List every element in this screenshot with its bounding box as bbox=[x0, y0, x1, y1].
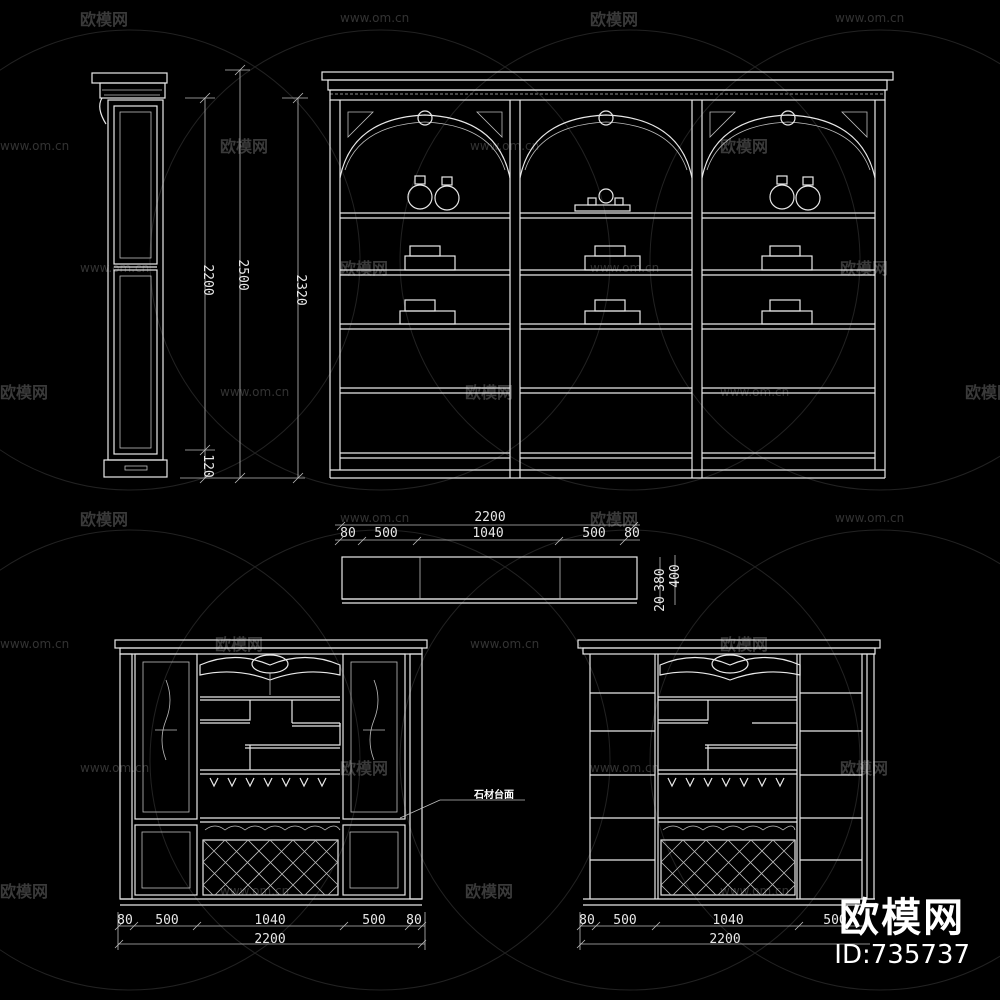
front-view-right: 80 500 1040 500 2200 bbox=[576, 639, 881, 950]
wine-glasses bbox=[667, 777, 785, 788]
fl-seg-dim: 80 bbox=[406, 913, 422, 928]
plan-seg-dim: 500 bbox=[582, 526, 605, 541]
watermark-brand: 欧模网 bbox=[720, 635, 768, 654]
watermark-url: www.om.cn bbox=[220, 385, 289, 399]
watermark-url: www.om.cn bbox=[0, 637, 69, 651]
staggered-shelves bbox=[200, 696, 341, 775]
plan-depth-dim: 380 bbox=[653, 568, 668, 591]
front-view-left: 石材台面 80 500 1040 500 80 2200 bbox=[114, 639, 525, 950]
decor-vases bbox=[407, 175, 821, 211]
watermark-url: www.om.cn bbox=[590, 261, 659, 275]
watermark-brand: 欧模网 bbox=[340, 259, 388, 278]
shelves bbox=[340, 212, 875, 459]
side-dim-2500: 2500 bbox=[235, 259, 250, 290]
watermark-brand: 欧模网 bbox=[590, 10, 638, 29]
plan-seg-dim: 500 bbox=[374, 526, 397, 541]
watermark-brand: 欧模网 bbox=[840, 759, 888, 778]
fr-seg-dim: 80 bbox=[579, 913, 595, 928]
plan-view: 2200 80 500 1040 500 80 380 400 20 bbox=[334, 510, 683, 612]
watermark-brand: 欧模网 bbox=[840, 259, 888, 278]
watermark-url: www.om.cn bbox=[340, 511, 409, 525]
watermark-brand: 欧模网 bbox=[80, 510, 128, 529]
plan-seg-dim: 1040 bbox=[472, 526, 503, 541]
watermark-url: www.om.cn bbox=[590, 761, 659, 775]
watermark-brand: 欧模网 bbox=[465, 882, 513, 901]
plan-seg-dim: 80 bbox=[340, 526, 356, 541]
fl-seg-dim: 80 bbox=[117, 913, 133, 928]
watermark-brand: 欧模网 bbox=[220, 137, 268, 156]
side-dim-120: 120 bbox=[200, 454, 215, 477]
watermark-arcs bbox=[0, 29, 1000, 991]
fr-seg-dim: 1040 bbox=[712, 913, 743, 928]
watermark-brand: 欧模网 bbox=[965, 383, 1000, 402]
watermark-brand: 欧模网 bbox=[0, 882, 48, 901]
fl-overall-dim: 2200 bbox=[254, 932, 285, 947]
plan-edge-dim: 20 bbox=[653, 596, 668, 612]
watermark-url: www.om.cn bbox=[340, 11, 409, 25]
fl-seg-dim: 500 bbox=[362, 913, 385, 928]
decor-books bbox=[399, 245, 813, 325]
main-front-view bbox=[321, 71, 894, 479]
fl-seg-dim: 1040 bbox=[254, 913, 285, 928]
watermark-brand: 欧模网 bbox=[590, 510, 638, 529]
watermark-url: www.om.cn bbox=[720, 385, 789, 399]
watermark-url: www.om.cn bbox=[220, 884, 289, 898]
decor-teaset bbox=[574, 188, 631, 212]
side-dim-2200: 2200 bbox=[200, 264, 215, 295]
model-id: ID:735737 bbox=[834, 940, 970, 970]
watermark-brand: 欧模网 bbox=[80, 10, 128, 29]
watermark-brand: 欧模网 bbox=[340, 759, 388, 778]
fl-seg-dim: 500 bbox=[155, 913, 178, 928]
watermark-url: www.om.cn bbox=[835, 11, 904, 25]
watermark-url: www.om.cn bbox=[470, 139, 539, 153]
watermark-url: www.om.cn bbox=[470, 637, 539, 651]
watermark-url: www.om.cn bbox=[835, 511, 904, 525]
watermark-url: www.om.cn bbox=[80, 261, 149, 275]
wine-glasses bbox=[209, 777, 327, 788]
watermark-brand: 欧模网 bbox=[720, 137, 768, 156]
material-note: 石材台面 bbox=[473, 788, 514, 801]
fr-overall-dim: 2200 bbox=[709, 932, 740, 947]
side-view: 2200 2500 2320 120 bbox=[91, 64, 308, 484]
watermark-brand: 欧模网 bbox=[0, 383, 48, 402]
side-dim-2320: 2320 bbox=[293, 274, 308, 305]
brand-badge: 欧模网 ID:735737 bbox=[834, 896, 970, 970]
watermark-brand: 欧模网 bbox=[215, 635, 263, 654]
side-shelves bbox=[590, 692, 862, 861]
brand-logo: 欧模网 bbox=[839, 895, 966, 941]
plan-depth-dim: 400 bbox=[668, 564, 683, 587]
fr-seg-dim: 500 bbox=[613, 913, 636, 928]
plan-seg-dim: 80 bbox=[624, 526, 640, 541]
fr-seg-dim: 500 bbox=[823, 913, 846, 928]
plan-overall-dim: 2200 bbox=[474, 510, 505, 525]
watermark-url: www.om.cn bbox=[0, 139, 69, 153]
watermark-url: www.om.cn bbox=[80, 761, 149, 775]
